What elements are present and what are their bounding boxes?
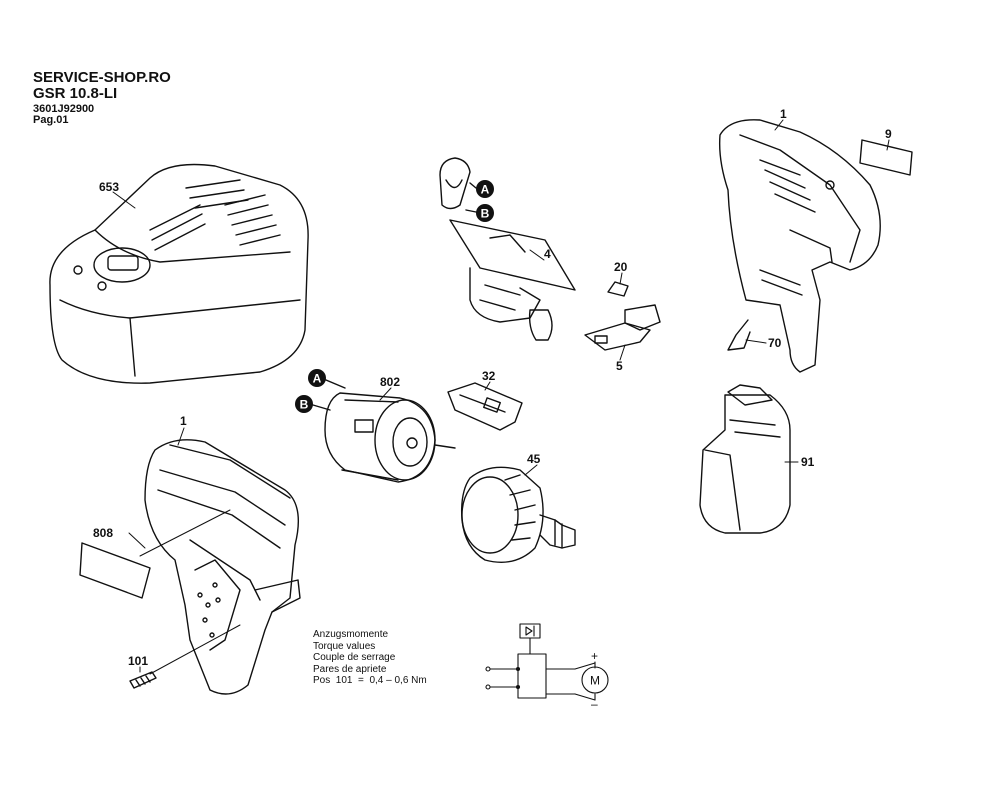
page-number: Pag.01 (33, 114, 69, 127)
label-5: 5 (616, 359, 623, 373)
torque-values-block: Anzugsmomente Torque values Couple de se… (313, 629, 427, 687)
part-32-drawing (447, 382, 523, 431)
housing-top-drawing (718, 119, 881, 373)
screw-drawing (129, 671, 157, 689)
part-5-drawing (584, 304, 661, 351)
connector-badges (295, 180, 494, 413)
part-number: 3601J92900 (33, 102, 95, 115)
nameplate-small-drawing (859, 139, 913, 176)
label-20: 20 (614, 260, 628, 274)
label-808: 808 (93, 526, 113, 540)
label-1-left: 1 (180, 414, 187, 428)
label-101: 101 (128, 654, 148, 668)
connector-a-label-top: A (481, 183, 490, 197)
motor-symbol-label: M (590, 674, 600, 688)
label-91: 91 (801, 455, 815, 469)
wiring-schematic (485, 623, 609, 701)
torque-line-en: Torque values (313, 640, 376, 652)
nameplate-drawing (79, 542, 151, 599)
label-32: 32 (482, 369, 496, 383)
label-45: 45 (527, 452, 541, 466)
torque-line-es: Pares de apriete (313, 663, 387, 675)
connector-b-label-top: B (481, 207, 490, 221)
connector-b-label-motor: B (300, 398, 309, 412)
label-9: 9 (885, 127, 892, 141)
motor-symbol-circle (581, 666, 609, 694)
label-802: 802 (380, 375, 400, 389)
switch-drawing (439, 157, 576, 341)
motor-drawing (324, 392, 456, 483)
plus-sign: + (591, 649, 598, 663)
torque-equals: = (358, 675, 364, 686)
battery-drawing (699, 384, 791, 534)
torque-pos-line: Pos 101 = 0,4 – 0,6 Nm (313, 675, 427, 687)
charger-drawing (49, 163, 309, 384)
housing-left-drawing (144, 439, 301, 695)
label-4: 4 (544, 247, 551, 261)
spring-clip-drawing (727, 319, 751, 351)
torque-line-de: Anzugsmomente (313, 629, 389, 640)
label-1-top: 1 (780, 107, 787, 121)
torque-value: 0,4 – 0,6 Nm (369, 675, 427, 686)
label-653: 653 (99, 180, 119, 194)
model-title: GSR 10.8-LI (33, 84, 118, 102)
torque-pos-label: Pos (313, 675, 331, 686)
connector-a-label-motor: A (313, 372, 322, 386)
label-70: 70 (768, 336, 782, 350)
leader-lines (112, 119, 890, 675)
torque-pos-number: 101 (335, 675, 353, 686)
header: SERVICE-SHOP.RO GSR 10.8-LI 3601J92900 P… (33, 70, 171, 127)
torque-line-fr: Couple de serrage (313, 652, 396, 663)
site-title: SERVICE-SHOP.RO (33, 69, 171, 86)
minus-sign: – (591, 697, 598, 711)
part-20-drawing (607, 281, 629, 297)
gearbox-drawing (460, 466, 576, 563)
